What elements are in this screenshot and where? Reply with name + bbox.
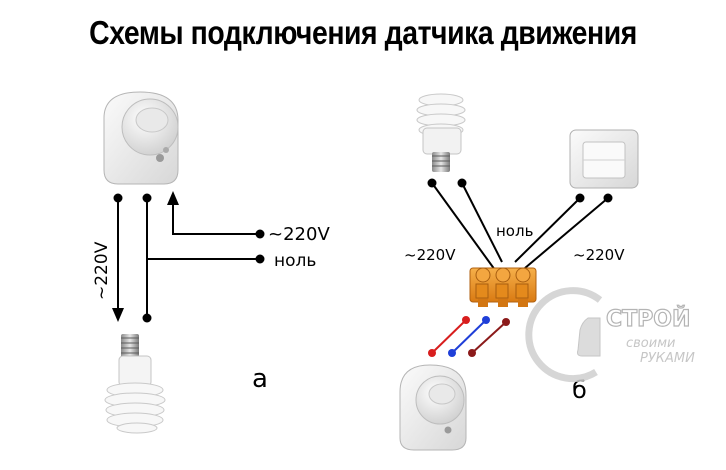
wire-endpoints-b — [427, 178, 613, 203]
right-voltage-label-b: ~220V — [573, 246, 625, 264]
left-voltage-label-b: ~220V — [404, 246, 456, 264]
watermark-line3: РУКАМИ — [640, 351, 695, 366]
arrow-up-icon — [167, 191, 179, 205]
motion-sensor-b — [399, 364, 467, 451]
diagram-label-a: а — [252, 364, 268, 394]
neutral-label-a: ноль — [274, 251, 316, 271]
wires-a — [117, 198, 260, 318]
wall-switch — [569, 129, 639, 189]
watermark-line1: СТРОЙ — [606, 306, 690, 332]
lightbulb-a — [104, 334, 166, 434]
terminal-block — [469, 267, 537, 307]
diagram-label-b: б — [572, 376, 587, 404]
watermark-logo: СТРОЙ своими РУКАМИ — [525, 287, 695, 383]
page-title: Схемы подключения датчика движения — [89, 14, 637, 51]
colored-wire-endpoints — [428, 316, 510, 357]
neutral-label-b: ноль — [496, 222, 533, 240]
wires-b — [431, 182, 609, 271]
phase-label-a: ~220V — [268, 224, 330, 245]
vertical-voltage-label-a: ~220V — [92, 241, 112, 300]
watermark-line2: своими — [626, 336, 675, 351]
colored-wires — [431, 319, 507, 354]
arrow-down-icon — [112, 308, 124, 322]
lightbulb-b — [416, 93, 466, 172]
wire-endpoints-a — [113, 193, 265, 323]
motion-sensor-a — [103, 91, 179, 185]
